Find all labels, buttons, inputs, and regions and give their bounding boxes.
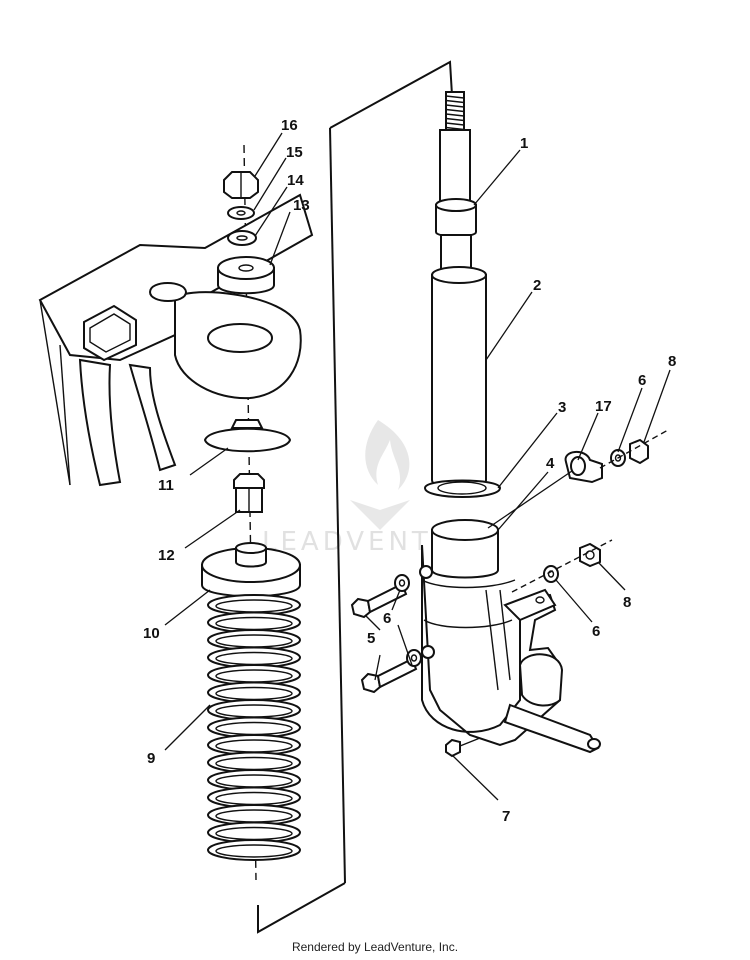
part-4-bushing (431, 519, 499, 579)
part-13-spacer (217, 256, 275, 295)
callout-9: 9 (147, 750, 155, 767)
callout-16: 16 (281, 117, 298, 134)
callout-2: 2 (533, 277, 541, 294)
exploded-view-frame (257, 60, 453, 934)
rod-thread (445, 113, 465, 117)
callout-17: 17 (595, 398, 612, 415)
part-1-strut-rod (435, 91, 477, 276)
callout-11: 11 (158, 477, 174, 494)
part-11-cone-washer (203, 419, 292, 453)
screw-heads-housing (419, 565, 435, 659)
frame-axle-beam (38, 193, 314, 487)
rod-thread (445, 108, 465, 113)
callout-8-top: 8 (668, 353, 676, 370)
rod-thread (445, 122, 465, 126)
part-5-bolt-upper (350, 582, 408, 619)
footer-credit: Rendered by LeadVenture, Inc. (291, 940, 459, 954)
part-14-washer (227, 230, 257, 246)
part-16-nut (223, 171, 259, 199)
part-6-washer-upper (394, 574, 410, 592)
callout-13: 13 (293, 197, 310, 214)
part-10-spring-seat (201, 542, 301, 598)
axis-top-right (599, 429, 669, 469)
part-15-washer (227, 206, 255, 220)
rod-thread (445, 99, 465, 104)
part-6-washer-right (543, 565, 559, 583)
part-8-nut-top (629, 438, 649, 465)
spring-coil (207, 839, 301, 861)
callout-12: 12 (158, 547, 175, 564)
callout-6-left: 6 (383, 610, 391, 627)
callout-1: 1 (520, 135, 528, 152)
callout-15: 15 (286, 144, 303, 161)
callout-10: 10 (143, 625, 160, 642)
part-17-clamp (564, 451, 603, 484)
rod-thread (445, 95, 465, 99)
leader-lines (164, 132, 671, 801)
part-2-strut-body (431, 266, 487, 490)
callout-7: 7 (502, 808, 510, 825)
rod-thread (445, 104, 465, 108)
watermark-logo (350, 420, 410, 530)
part-3-seal-ring (423, 479, 502, 498)
spindle-housing (421, 544, 601, 754)
callout-8-right: 8 (623, 594, 631, 611)
callout-14: 14 (287, 172, 304, 189)
callout-6-top: 6 (638, 372, 646, 389)
axis-right (511, 539, 613, 593)
callout-6-right: 6 (592, 623, 600, 640)
part-5-bolt-lower (360, 657, 418, 694)
part-9-coil-spring (207, 594, 301, 861)
rod-thread (445, 117, 465, 122)
part-7-grease-fitting (445, 737, 481, 758)
callout-3: 3 (558, 399, 566, 416)
callout-5: 5 (367, 630, 375, 647)
spring-coil-inner (215, 844, 293, 858)
callout-4: 4 (546, 455, 555, 472)
part-12-coupling-nut (233, 473, 265, 513)
